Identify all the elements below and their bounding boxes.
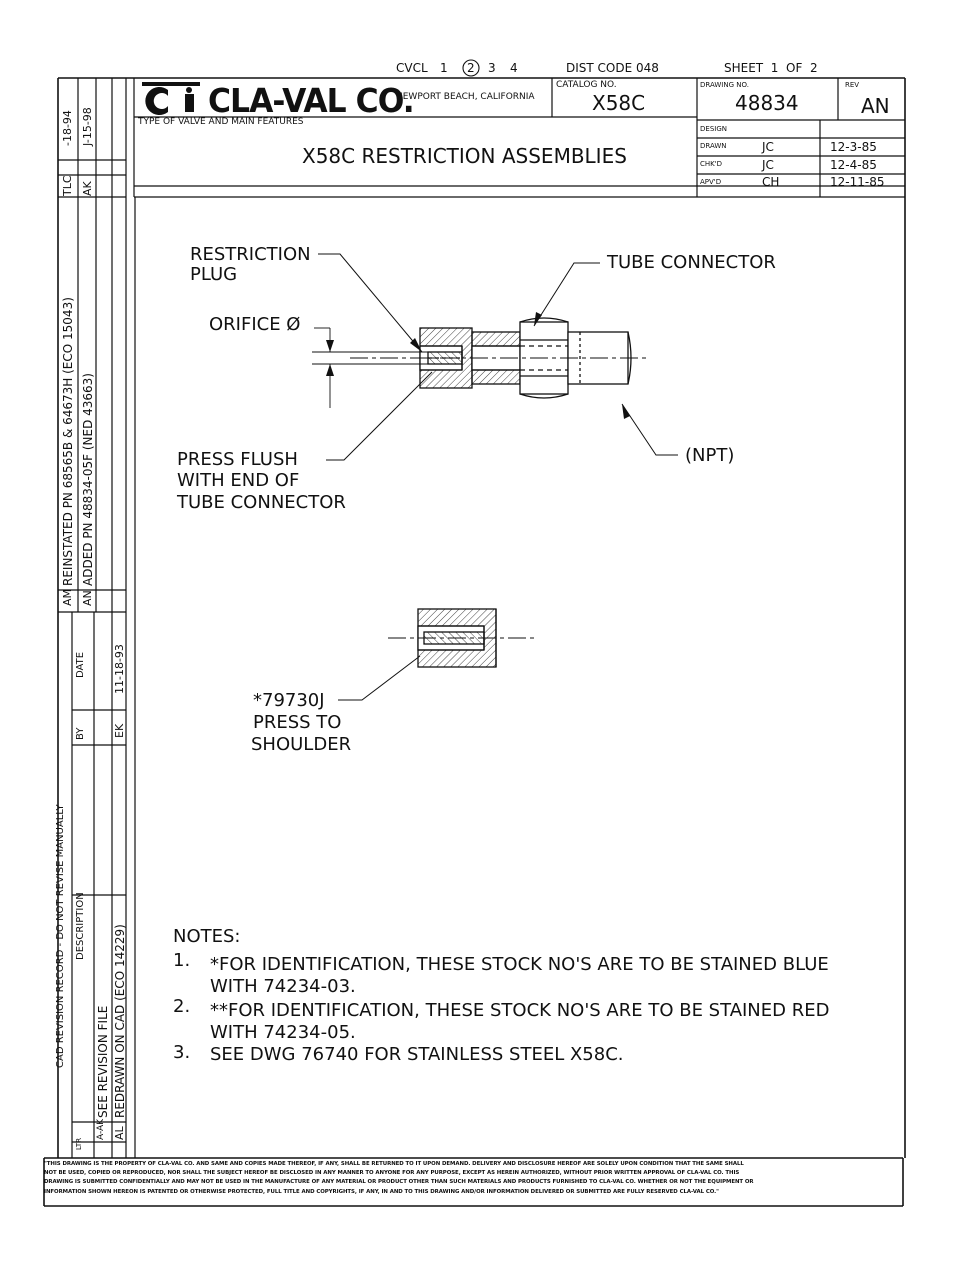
approved-label: APV'D [700,178,722,186]
drawn-label: DRAWN [700,142,727,150]
cvcl-option-3: 3 [488,61,496,75]
notice-line-2: NOT BE USED, COPIED OR REPRODUCED, NOR S… [44,1170,740,1177]
logo-mark [142,82,200,116]
rev-an-date: J-15-98 [81,107,94,146]
label-restriction-plug-2: PLUG [190,264,238,285]
design-label: DESIGN [700,125,727,133]
rev-an-letter: AN [81,590,94,606]
notice-line-3: DRAWING IS SUBMITTED CONFIDENTIALLY AND … [44,1179,754,1186]
checked-label: CHK'D [700,160,723,168]
drawing-number-label: DRAWING NO. [700,81,749,89]
label-press-flush-1: PRESS FLUSH [177,449,298,470]
rev-am-by: TLC [61,175,74,196]
cvcl-option-1: 1 [440,61,448,75]
label-orifice: ORIFICE Ø [209,314,301,335]
cad-description-header: DESCRIPTION [75,892,86,960]
proprietary-notice: "THIS DRAWING IS THE PROPERTY OF CLA-VAL… [44,1160,900,1197]
approved-date: 12-11-85 [830,175,885,189]
label-press-flush-2: WITH END OF [177,470,300,491]
company-location: NEWPORT BEACH, CALIFORNIA [396,92,535,102]
note-2-number: 2. [173,996,191,1017]
notice-line-1: "THIS DRAWING IS THE PROPERTY OF CLA-VAL… [44,1161,744,1167]
sheet-number: SHEET 1 OF 2 [724,61,818,75]
note-1-text: *FOR IDENTIFICATION, THESE STOCK NO'S AR… [210,954,829,975]
drawn-date: 12-3-85 [830,140,877,154]
rev-value: AN [861,94,890,118]
cad-date-header: DATE [75,651,86,678]
company-name: CLA-VAL CO. [208,81,415,120]
rev-an-description: ADDED PN 48834-05F (NED 43663) [81,373,95,586]
label-npt: (NPT) [685,445,735,466]
notes-heading: NOTES: [173,926,241,947]
dist-code: DIST CODE 048 [566,61,659,75]
note-2-text: **FOR IDENTIFICATION, THESE STOCK NO'S A… [210,1000,830,1021]
label-shoulder: SHOULDER [251,734,352,755]
cad-row2-date: 11-18-93 [113,644,126,694]
rev-an-by: AK [81,181,94,196]
drawing-title: X58C RESTRICTION ASSEMBLIES [302,144,627,168]
catalog-label: CATALOG NO. [556,80,617,90]
drawing-number: 48834 [735,91,799,115]
note-1-text-cont: WITH 74234-03. [210,976,356,997]
cvcl-label: CVCL [396,61,428,75]
type-of-valve-label: TYPE OF VALVE AND MAIN FEATURES [138,117,304,127]
rev-am-letter: AM [61,588,74,606]
cad-record-title: CAD REVISION RECORD - DO NOT REVISE MANU… [55,804,66,1068]
catalog-number: X58C [592,91,646,115]
note-1-number: 1. [173,950,191,971]
rev-am-date: -18-94 [61,110,74,146]
cvcl-option-4: 4 [510,61,518,75]
drawn-by: JC [762,140,774,154]
checked-by: JC [762,158,774,172]
label-tube-connector: TUBE CONNECTOR [607,252,776,273]
cad-row2-letter: AL [113,1126,126,1140]
rev-am-description: REINSTATED PN 68565B & 64673H (ECO 15043… [61,297,75,586]
note-3-number: 3. [173,1042,191,1063]
approved-by: CH [762,175,780,189]
cad-row1-description: SEE REVISION FILE [96,1005,110,1118]
rev-label: REV [845,81,860,89]
cad-ltr-header: LTR [75,1137,83,1150]
label-press-flush-3: TUBE CONNECTOR [177,492,346,513]
cad-by-header: BY [75,727,86,740]
label-press-to: PRESS TO [253,712,342,733]
note-2-text-cont: WITH 74234-05. [210,1022,356,1043]
cvcl-option-2: 2 [467,61,475,75]
cad-row2-description: REDRAWN ON CAD (ECO 14229) [113,924,127,1118]
cad-row1-letter: A-AK [96,1118,106,1140]
checked-date: 12-4-85 [830,158,877,172]
label-restriction-plug-1: RESTRICTION [190,244,311,265]
cad-row2-by: EK [113,723,126,738]
label-part-number: *79730J [253,690,325,711]
notice-line-4: INFORMATION SHOWN HEREON IS PATENTED OR … [44,1188,719,1195]
note-3-text: SEE DWG 76740 FOR STAINLESS STEEL X58C. [210,1044,624,1065]
